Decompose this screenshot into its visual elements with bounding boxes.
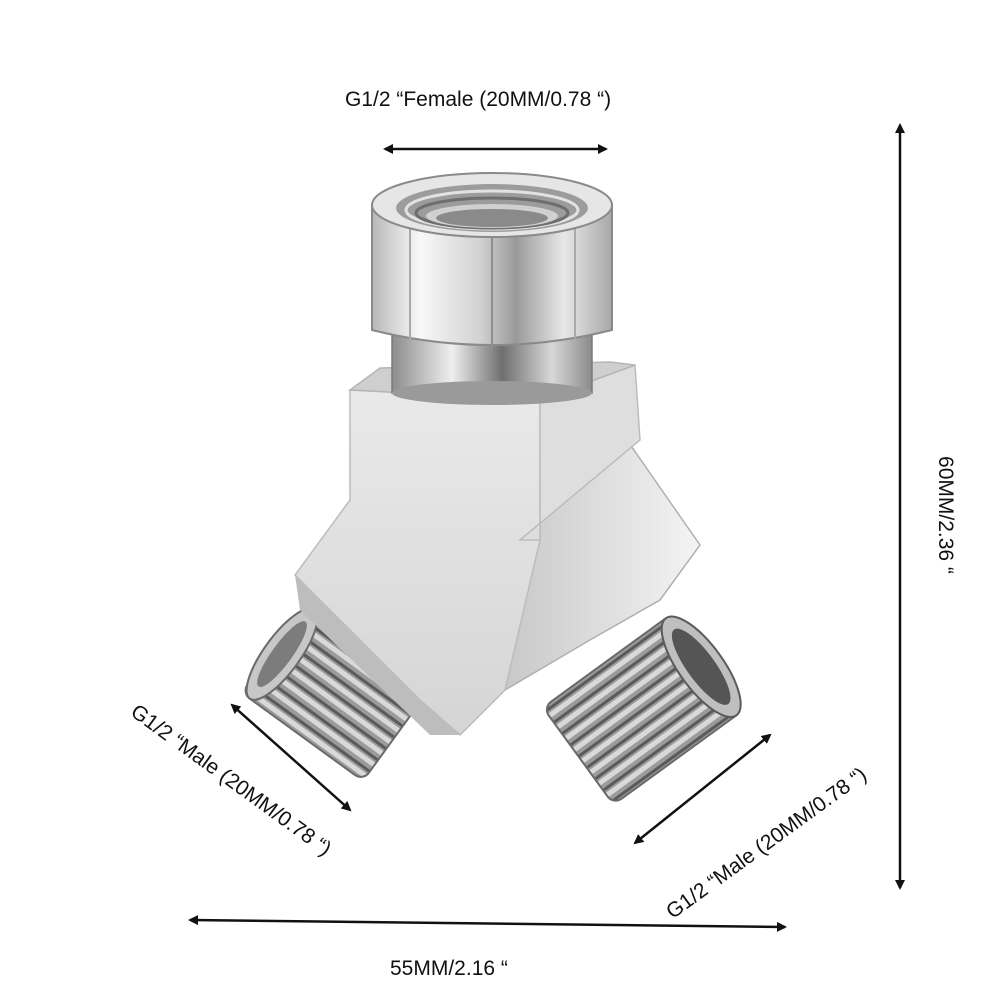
right-male-thread — [545, 615, 742, 802]
width-dimension-label: 55MM/2.16 “ — [390, 957, 508, 980]
top-female-nut — [371, 172, 613, 350]
top-female-dimension-label: G1/2 “Female (20MM/0.78 “) — [345, 88, 612, 111]
right-male-arrow — [633, 733, 772, 845]
height-dimension-label: 60MM/2.36 “ — [934, 456, 957, 574]
bottom-width-arrow — [188, 915, 787, 932]
left-male-arrow — [230, 703, 352, 812]
dimension-arrows — [188, 123, 905, 932]
